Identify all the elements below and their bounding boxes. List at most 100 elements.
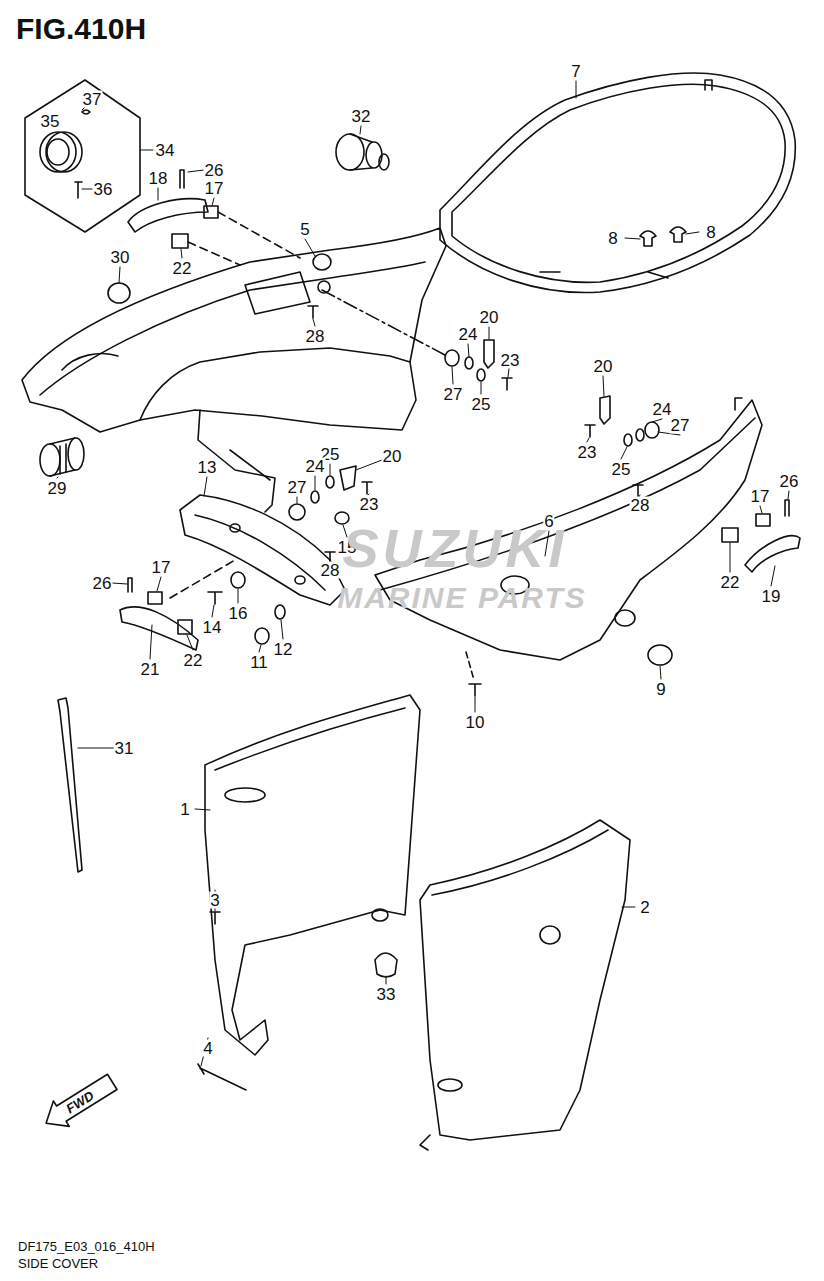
leader-lines (57, 81, 789, 1066)
callout-number: 27 (443, 386, 464, 403)
callout-number: 34 (155, 142, 176, 159)
callout-number: 20 (593, 358, 614, 375)
washer-part (465, 357, 473, 369)
callout-number: 32 (351, 108, 372, 125)
callout-number: 22 (720, 574, 741, 591)
hinge-part (204, 206, 218, 218)
callout-number: 30 (110, 249, 131, 266)
side-cover (205, 695, 420, 1055)
bracket-part (180, 495, 345, 605)
callout-number: 17 (750, 488, 771, 505)
callout-number: 17 (151, 559, 172, 576)
latch-part (745, 536, 800, 572)
callout-number: 11 (249, 654, 269, 671)
callout-number: 7 (570, 63, 581, 80)
callout-number: 20 (382, 448, 403, 465)
side-cover (420, 820, 630, 1150)
callout-number: 24 (305, 458, 326, 475)
callout-number: 25 (611, 461, 632, 478)
pin-part (128, 578, 132, 592)
ring-part (46, 132, 82, 172)
callout-number: 20 (479, 309, 500, 326)
knob-part (640, 231, 656, 246)
washer-part (477, 369, 485, 381)
grommet-part (645, 422, 659, 438)
watermark: SUZUKI (343, 521, 568, 575)
screw-part (469, 684, 481, 696)
callout-number: 37 (82, 91, 103, 108)
callout-number: 24 (652, 401, 673, 418)
cable-tie (58, 698, 82, 872)
washer-part (311, 491, 319, 503)
screw-part (502, 378, 512, 390)
callout-number: 25 (471, 396, 492, 413)
bolt-part (198, 1064, 246, 1090)
latch-part (120, 607, 198, 650)
clip-part (172, 234, 188, 248)
callout-number: 33 (376, 986, 397, 1003)
callout-number: 28 (305, 328, 326, 345)
callout-number: 26 (92, 575, 113, 592)
callout-number: 29 (47, 480, 68, 497)
bushing-part (231, 572, 245, 588)
callout-number: 22 (183, 652, 204, 669)
callout-number: 26 (779, 473, 800, 490)
screw-part (208, 592, 222, 604)
callout-number: 4 (202, 1040, 213, 1057)
washer-part (636, 429, 644, 441)
callout-number: 13 (197, 459, 218, 476)
screw-part (325, 552, 335, 562)
screw-part (210, 912, 220, 924)
callout-number: 2 (639, 899, 650, 916)
assembly-line (466, 652, 474, 680)
latch-plate (600, 396, 610, 424)
callout-number: 14 (202, 619, 223, 636)
cap-part (255, 628, 269, 644)
ring-part (47, 139, 69, 165)
screw-part (633, 485, 643, 497)
callout-number: 35 (40, 113, 61, 130)
group-box (25, 80, 140, 232)
callout-number: 10 (465, 714, 486, 731)
callout-number: 27 (670, 417, 691, 434)
grommet-part (445, 350, 459, 366)
callout-number: 1 (179, 801, 190, 818)
callout-number: 18 (148, 170, 169, 187)
callout-number: 3 (209, 892, 220, 909)
callout-number: 9 (655, 681, 666, 698)
screw-part (308, 306, 318, 318)
figure-caption: SIDE COVER (18, 1257, 98, 1270)
forward-arrow (38, 1069, 120, 1136)
callout-number: 28 (320, 562, 341, 579)
screw-part (585, 425, 595, 437)
assembly-line (170, 560, 235, 598)
hinge-part (756, 514, 770, 526)
callout-number: 8 (607, 230, 618, 247)
callout-number: 19 (761, 588, 782, 605)
callout-number: 28 (630, 497, 651, 514)
figure-title: FIG.410H (16, 14, 146, 44)
latch-part (128, 199, 208, 232)
screw-part (75, 182, 82, 198)
callout-number: 31 (114, 740, 135, 757)
latch-plate (484, 340, 494, 368)
callout-number: 27 (287, 479, 308, 496)
cap-part (108, 283, 130, 303)
callout-number: 24 (458, 326, 479, 343)
clip-part (178, 620, 192, 634)
grommet-part (40, 438, 84, 476)
callout-number: 12 (273, 641, 294, 658)
drawing-code: DF175_E03_016_410H (18, 1240, 155, 1253)
callout-number: 5 (299, 221, 310, 238)
screw-part (362, 482, 372, 494)
assembly-line (188, 212, 300, 265)
axis-line (322, 290, 445, 355)
callout-number: 36 (93, 181, 114, 198)
washer-part (624, 434, 632, 446)
callout-number: 22 (172, 260, 193, 277)
pin-part (180, 170, 184, 188)
callout-number: 26 (204, 162, 225, 179)
callout-number: 23 (577, 444, 598, 461)
grommet-part (289, 504, 305, 520)
